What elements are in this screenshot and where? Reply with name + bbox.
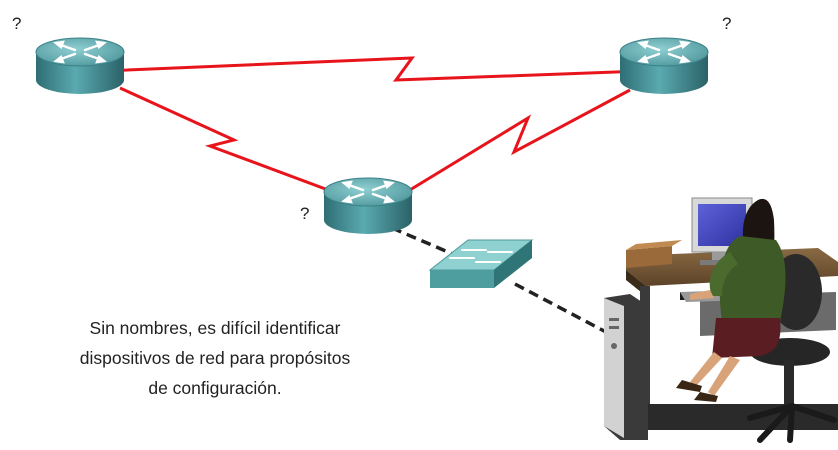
router-top-left-label: ? xyxy=(12,14,22,33)
workstation-illustration xyxy=(604,197,838,443)
caption-line-1: Sin nombres, es difícil identificar xyxy=(89,318,341,338)
ethernet-link-switch-pc xyxy=(514,282,607,334)
router-top-right-label: ? xyxy=(722,14,732,33)
router-center[interactable] xyxy=(322,176,414,236)
serial-link-top xyxy=(79,56,673,82)
serial-link-right xyxy=(399,88,631,198)
ethernet-link-router-switch xyxy=(391,226,463,260)
caption: Sin nombres, es difícil identificar disp… xyxy=(30,313,400,403)
caption-line-2: dispositivos de red para propósitos xyxy=(79,348,351,368)
caption-line-3: de configuración. xyxy=(148,378,282,398)
router-top-left[interactable] xyxy=(34,36,126,96)
serial-link-left xyxy=(119,86,356,202)
router-center-label: ? xyxy=(300,204,310,223)
router-top-right[interactable] xyxy=(618,36,710,96)
switch[interactable] xyxy=(428,239,534,288)
